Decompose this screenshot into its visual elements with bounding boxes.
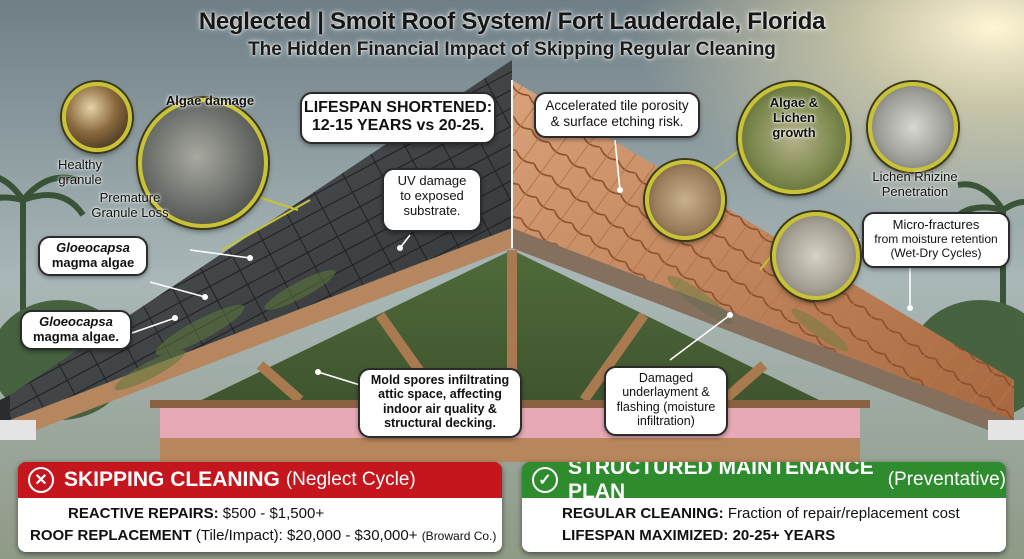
x-circle-icon: ✕ (28, 467, 54, 493)
neglect-subtitle: (Neglect Cycle) (285, 469, 416, 490)
neglect-panel: ✕ SKIPPING CLEANING (Neglect Cycle) REAC… (18, 462, 502, 552)
uv-damage-callout: UV damage to exposed substrate. (382, 168, 482, 232)
maintenance-panel-header: ✓ STRUCTURED MAINTENANCE PLAN (Preventat… (522, 462, 1006, 503)
algae-callout-2: Gloeocapsa magma algae. (20, 310, 132, 350)
maintenance-panel: ✓ STRUCTURED MAINTENANCE PLAN (Preventat… (522, 462, 1006, 552)
reactive-repairs-row: REACTIVE REPAIRS: $500 - $1,500+ (68, 505, 325, 522)
mold-spores-callout: Mold spores infiltrating attic space, af… (358, 368, 522, 438)
healthy-granule-label: Healthy granule (57, 157, 103, 187)
maintenance-panel-body: REGULAR CLEANING: Fraction of repair/rep… (522, 498, 1006, 552)
maintenance-subtitle: (Preventative) (887, 469, 1006, 490)
algae-damage-lens (138, 98, 268, 228)
header: Neglected | Smoit Roof System/ Fort Laud… (0, 8, 1024, 61)
tile-porosity-lens (645, 160, 725, 240)
page-subtitle: The Hidden Financial Impact of Skipping … (248, 39, 776, 60)
lifespan-callout: LIFESPAN SHORTENED: 12-15 YEARS vs 20-25… (300, 92, 496, 144)
algae-callout-1: Gloeocapsa magma algae (38, 236, 148, 276)
algae-damage-label: Algae damage (165, 93, 255, 108)
neglect-panel-header: ✕ SKIPPING CLEANING (Neglect Cycle) (18, 462, 502, 498)
underlayment-callout: Damaged underlayment & flashing (moistur… (604, 366, 728, 436)
neglect-panel-body: REACTIVE REPAIRS: $500 - $1,500+ ROOF RE… (18, 498, 502, 552)
lichen-lens (738, 82, 850, 194)
rhizine-lens (868, 82, 958, 172)
premature-granule-loss-label: Premature Granule Loss (91, 190, 169, 220)
micro-fracture-lens (772, 212, 860, 300)
maintenance-title: STRUCTURED MAINTENANCE PLAN (568, 462, 874, 503)
lichen-growth-label: Algae & Lichen growth (769, 95, 819, 140)
lifespan-maximized-row: LIFESPAN MAXIMIZED: 20-25+ YEARS (562, 527, 836, 544)
granule-lens (62, 82, 132, 152)
neglect-title: SKIPPING CLEANING (64, 468, 280, 491)
rhizine-label: Lichen Rhizine Penetration (872, 169, 958, 199)
porosity-callout: Accelerated tile porosity & surface etch… (534, 92, 700, 138)
regular-cleaning-row: REGULAR CLEANING: Fraction of repair/rep… (562, 505, 960, 522)
page-title: Neglected | Smoit Roof System/ Fort Laud… (198, 8, 826, 35)
roof-replacement-row: ROOF REPLACEMENT (Tile/Impact): $20,000 … (30, 527, 497, 544)
check-circle-icon: ✓ (532, 467, 558, 493)
micro-fractures-callout: Micro-fractures from moisture retention … (862, 212, 1010, 268)
